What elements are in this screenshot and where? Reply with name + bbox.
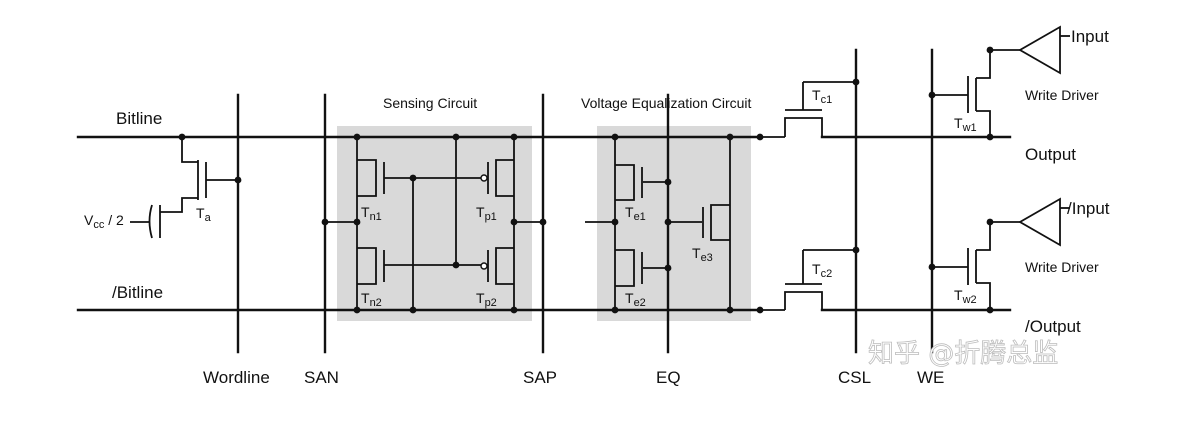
- write-driver-1-triangle: [990, 25, 1070, 75]
- transistor-te3: [702, 204, 730, 241]
- tp1-label: Tp1: [476, 204, 497, 223]
- transistor-ta: [130, 137, 238, 239]
- input-bar-label: /Input: [1067, 199, 1110, 218]
- sap-label: SAP: [523, 368, 557, 387]
- transistor-te1: [615, 164, 643, 201]
- input-label: Input: [1071, 27, 1109, 46]
- bitline-bar-label: /Bitline: [112, 283, 163, 302]
- tc2-label: Tc2: [812, 261, 832, 280]
- tn2-label: Tn2: [361, 290, 382, 309]
- sensing-circuit-label: Sensing Circuit: [383, 95, 477, 111]
- transistor-tc2: [760, 249, 856, 311]
- sensing-circuit-box: [337, 126, 532, 321]
- output-label: Output: [1025, 145, 1076, 164]
- write-driver-1-label: Write Driver: [1025, 87, 1099, 103]
- transistor-tw2: [932, 222, 991, 310]
- we-label: WE: [917, 368, 944, 387]
- watermark: 知乎 @折腾总监: [868, 339, 1058, 369]
- san-label: SAN: [304, 368, 339, 387]
- tp2-label: Tp2: [476, 290, 497, 309]
- transistor-tp1: [480, 159, 514, 197]
- te2-label: Te2: [625, 290, 646, 309]
- vcc-half-label: Vcc / 2: [84, 212, 124, 231]
- transistor-tc1: [760, 81, 856, 138]
- bitline-label: Bitline: [116, 109, 162, 128]
- write-driver-2-label: Write Driver: [1025, 259, 1099, 275]
- wordline-label: Wordline: [203, 368, 270, 387]
- transistor-tn1: [357, 159, 385, 197]
- tc1-label: Tc1: [812, 87, 832, 106]
- te1-label: Te1: [625, 204, 646, 223]
- tw2-label: Tw2: [954, 287, 977, 306]
- voltage-equalization-box: [597, 126, 751, 321]
- transistor-tn2: [357, 247, 385, 285]
- transistor-tp2: [480, 247, 514, 285]
- te3-label: Te3: [692, 245, 713, 264]
- output-bar-label: /Output: [1025, 317, 1081, 336]
- transistor-tw1: [932, 50, 991, 137]
- tw1-label: Tw1: [954, 115, 977, 134]
- ta-label: Ta: [196, 205, 212, 224]
- tn1-label: Tn1: [361, 204, 382, 223]
- csl-label: CSL: [838, 368, 871, 387]
- eq-label: EQ: [656, 368, 681, 387]
- transistor-te2: [615, 249, 643, 287]
- junction-dots: [178, 46, 994, 314]
- voltage-eq-circuit-label: Voltage Equalization Circuit: [581, 95, 752, 111]
- write-driver-2-triangle: [990, 197, 1070, 247]
